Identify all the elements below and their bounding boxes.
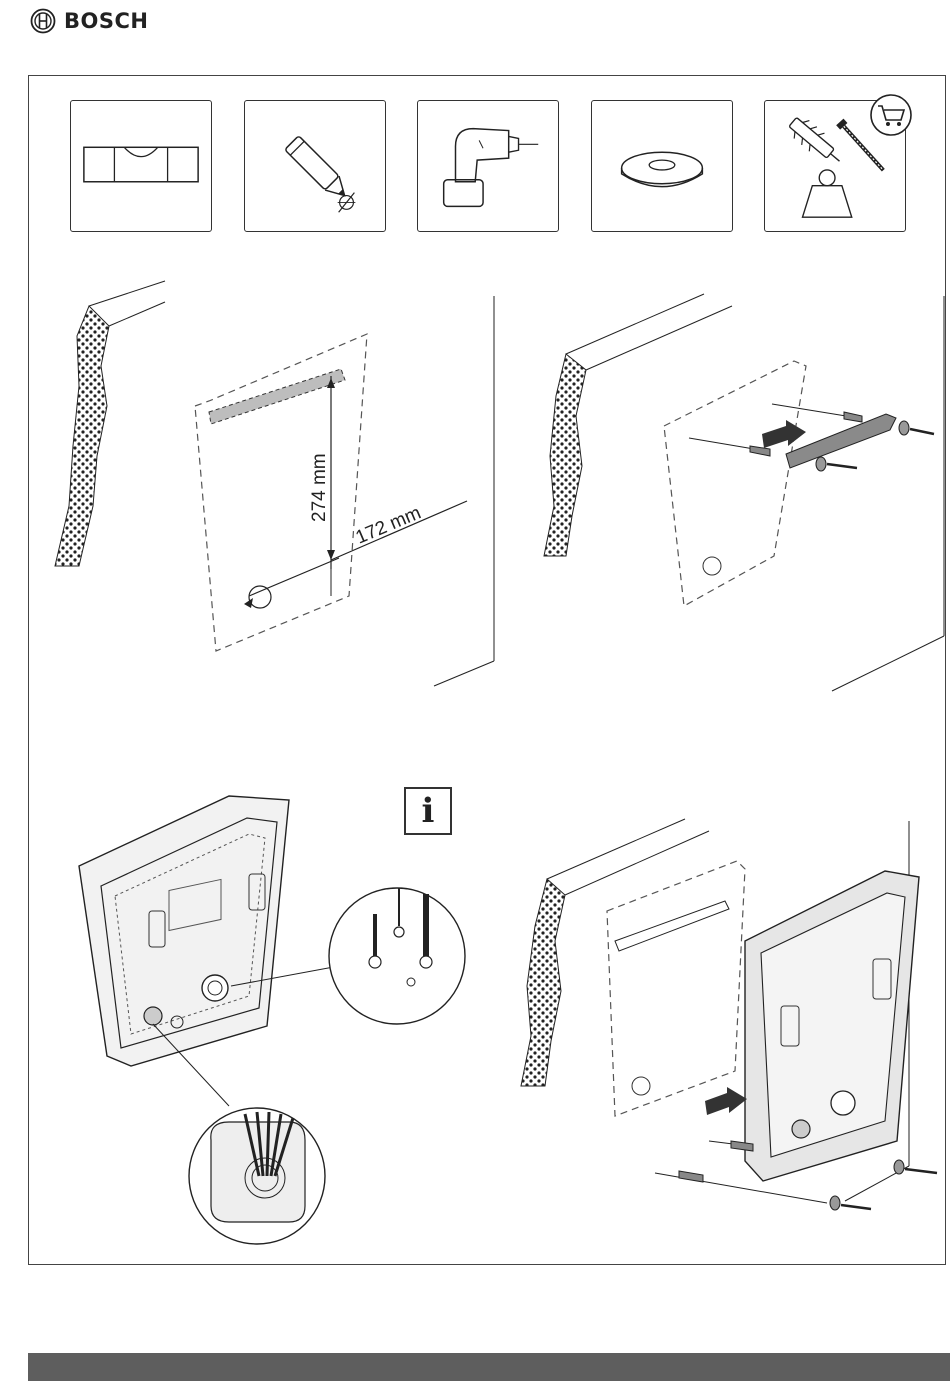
step-mount-device-illustration [509,811,929,1251]
brand-name: BOSCH [64,9,148,33]
info-label: i [422,794,435,828]
device-outline [664,361,806,606]
detail-connector-zoom [329,888,465,1024]
step-fit-bracket-illustration [524,286,944,706]
push-arrow [762,420,806,448]
footer-bar [28,1353,950,1381]
pencil-mark-icon [245,101,385,231]
step-cable-panel [49,776,489,1256]
wall-bracket [786,414,896,468]
instruction-frame: 274 mm 172 mm [28,75,946,1265]
step-cable-illustration [49,776,489,1256]
step-measure-illustration: 274 mm 172 mm [49,286,499,706]
tool-drill [417,100,559,232]
step-mount-device-panel [509,811,929,1251]
tool-pencil [244,100,386,232]
wall-section-texture [521,879,565,1086]
tool-washer [591,100,733,232]
dimension-274mm: 274 mm [309,453,330,522]
spirit-level-icon [71,101,211,231]
header: BOSCH [30,6,148,36]
step-fit-bracket-panel [524,286,944,706]
bracket-outline [209,369,345,424]
step-measure-panel: 274 mm 172 mm [49,286,499,706]
drill-icon [418,101,558,231]
wall-bracket [615,901,729,951]
wall-section-texture [55,306,109,566]
weight-icon [803,170,852,217]
washer-icon [592,101,732,231]
wall-section-texture [544,354,586,556]
tool-spirit-level [70,100,212,232]
shopping-cart-icon [868,92,914,138]
tool-dowels-screws [764,100,906,232]
device-outline [607,861,745,1116]
dimension-172mm: 172 mm [353,502,424,548]
push-arrow [705,1087,747,1115]
info-note-icon[interactable]: i [404,787,452,835]
bosch-armature-logo-icon [30,8,56,34]
